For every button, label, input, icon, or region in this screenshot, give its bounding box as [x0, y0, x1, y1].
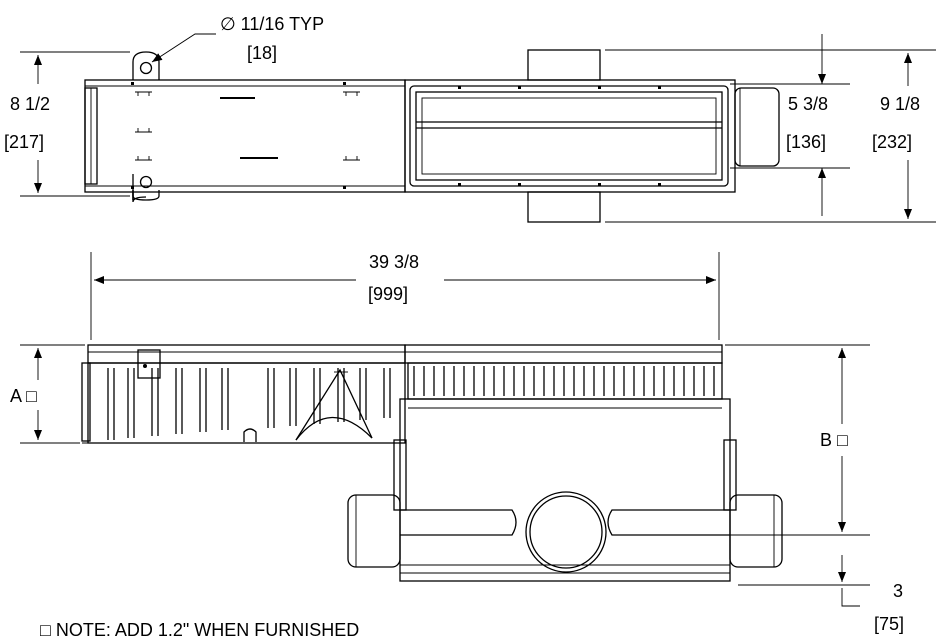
outer-width-label: 9 1/8 — [880, 94, 920, 114]
plan-view — [20, 33, 936, 223]
elevation-pipe-left — [347, 494, 401, 568]
mounting-tab-top — [132, 51, 160, 80]
elevation-view — [20, 252, 870, 607]
note-text: □ NOTE: ADD 1.2" WHEN FURNISHED — [40, 620, 359, 640]
hole-diameter-metric: [18] — [247, 43, 277, 63]
inner-width-label: 5 3/8 — [788, 94, 828, 114]
width-metric: [217] — [4, 132, 44, 152]
hole-diameter-label: ∅ 11/16 TYP — [220, 14, 324, 34]
outlet-dim-metric: [75] — [874, 614, 904, 634]
plan-end-outlet — [734, 87, 780, 167]
elevation-pipe-right — [729, 494, 783, 568]
elevation-center-outlet — [525, 491, 607, 573]
plan-basin — [404, 79, 736, 193]
plan-outlet-bottom — [527, 191, 601, 223]
width-label: 8 1/2 — [10, 94, 50, 114]
dim-b-label: B □ — [820, 430, 848, 450]
dim-a-label: A □ — [10, 386, 37, 406]
elevation-basin — [404, 344, 723, 364]
inner-width-metric: [136] — [786, 132, 826, 152]
outer-width-metric: [232] — [872, 132, 912, 152]
length-metric: [999] — [368, 284, 408, 304]
elevation-trough — [87, 344, 406, 364]
plan-outlet-top — [527, 49, 601, 81]
length-label: 39 3/8 — [369, 252, 419, 272]
outlet-dim-label: 3 — [893, 581, 903, 601]
